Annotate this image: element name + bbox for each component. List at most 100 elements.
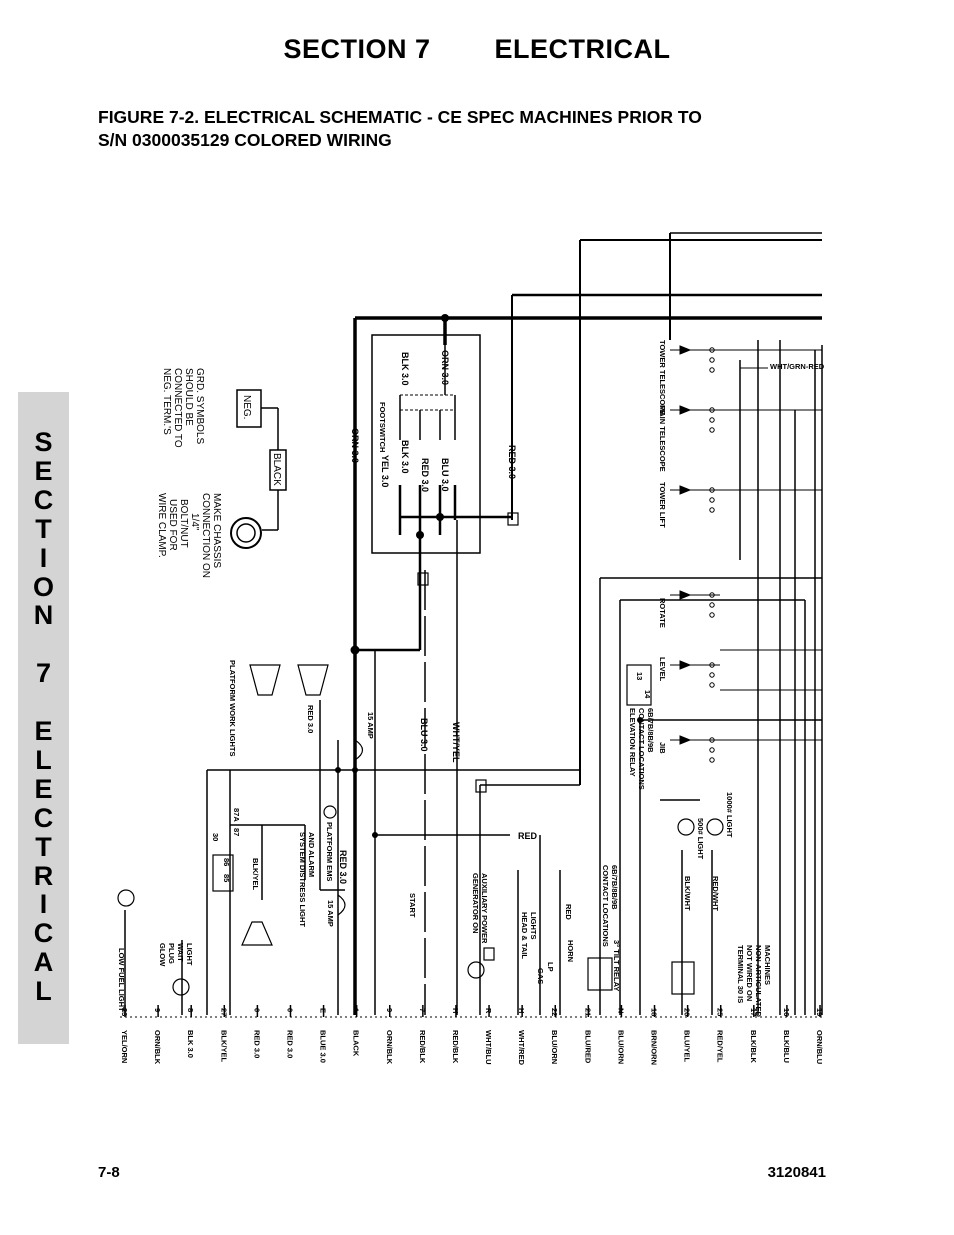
terminal-number: 27 (219, 1008, 228, 1016)
terminal-dot (709, 357, 715, 363)
head-tail-line-1: HEAD & TAIL (520, 912, 529, 959)
side-tab-letter: C (33, 918, 54, 949)
terminal-number: E (319, 1008, 328, 1013)
wire-red3-label: RED 3.0 (338, 850, 348, 884)
valve-diode-group (670, 660, 720, 688)
terminal-wire-color: RED/BLK (418, 1030, 427, 1064)
terminal-wire-color: RED 3.0 (285, 1030, 294, 1058)
side-tab-letter: L (35, 744, 52, 775)
fs-wire-yel: YEL 3.0 (380, 455, 390, 487)
start-label: START (408, 893, 417, 918)
tilt-relay-label: 3° TILT RELAY (612, 940, 621, 991)
terminal-wire-color: BLU/ORN (616, 1030, 625, 1064)
side-tab-letter: E (34, 773, 53, 804)
wire-whtyel-label: WHT/YEL (451, 722, 461, 763)
wire-red-label: RED 3.0 (507, 445, 517, 479)
terminal-number: 9 (385, 1008, 394, 1012)
head-tail-line-2: LIGHTS (529, 912, 538, 940)
fs-wire-blk: BLK 3.0 (400, 352, 410, 386)
wire-orn-label: ORN 3.0 (350, 428, 360, 463)
wire-blkwht-label: BLK/WHT (683, 876, 692, 911)
chassis-note-line-4: BOLT/NUT (178, 499, 189, 548)
document-number: 3120841 (767, 1164, 826, 1181)
terminal-wire-color: ORN/BLK (385, 1030, 394, 1065)
terminal-number: 17 (749, 1008, 758, 1016)
side-tab-letter: T (35, 831, 52, 862)
side-tab-letter: C (33, 802, 54, 833)
terminal-number: R (484, 1008, 493, 1014)
terminal-dot (709, 612, 715, 618)
gas-label: GAS (536, 968, 545, 984)
level-label: LEVEL (658, 657, 667, 682)
terminal-wire-color: BLACK (352, 1030, 361, 1057)
relay-pin-14: 14 (643, 690, 652, 699)
fs-wire-blk-2: BLK 3.0 (400, 440, 410, 474)
contact-locations-line-1: CONTACT LOCATIONS (601, 865, 610, 947)
side-tab-letter: I (39, 889, 48, 920)
figure-title-line-2: S/N 0300035129 COLORED WIRING (98, 130, 392, 150)
elevation-relay-line-2: CONTACT LOCATIONS (637, 708, 646, 790)
terminal-note-line-4: MACHINES (763, 945, 772, 985)
terminal-wire-color: BLK/BLU (782, 1030, 791, 1063)
wire-whtgrnred-label: WHT/GRN-RED (770, 362, 825, 371)
terminal-wire-color: BLK 3.0 (186, 1030, 195, 1058)
terminal-number: N (616, 1008, 625, 1013)
glow-plug-line-3: WAIT (176, 943, 185, 962)
terminal-wire-color: WHT/RED (517, 1030, 526, 1066)
side-tab-letter: I (39, 542, 48, 573)
system-distress-line-2: AND ALARM (307, 832, 316, 877)
light-1000-label: 1000# LIGHT (725, 792, 734, 838)
footswitch-label: FOOTSWITCH (378, 402, 387, 452)
relay-pin-87a: 87A (232, 808, 241, 822)
terminal-dot (709, 757, 715, 763)
terminal-wire-color: ORN/BLU (815, 1030, 824, 1064)
terminal-wire-color: ORN/BLK (153, 1030, 162, 1065)
relay-pin-86: 86 (222, 858, 231, 866)
section-name: ELECTRICAL (494, 34, 671, 64)
terminal-wire-color: WHT/BLU (484, 1030, 493, 1065)
terminal-wire-color: RED/YEL (716, 1030, 725, 1063)
jib-label: JIB (658, 742, 667, 754)
terminal-number: 16 (782, 1008, 791, 1016)
neg-label: NEG. (241, 395, 252, 419)
side-tab-letter: E (34, 455, 53, 486)
terminal-wire-color: RED 3.0 (252, 1030, 261, 1058)
black-label: BLACK (271, 453, 282, 486)
terminal-wire-color: BLK/YEL (219, 1030, 228, 1063)
terminal-dot (709, 367, 715, 373)
terminal-note-line-1: TERMINAL 30 IS (736, 945, 745, 1003)
fs-wire-blu: BLU 3.0 (440, 458, 450, 492)
side-tab-letter: R (33, 860, 54, 891)
relay-pin-87: 87 (232, 828, 241, 836)
terminal-number: 19 (815, 1008, 824, 1016)
valve-diode-group (670, 590, 720, 618)
terminal-dot (709, 427, 715, 433)
terminal-wire-color: BLUE 3.0 (319, 1030, 328, 1063)
lp-label: LP (546, 962, 555, 972)
side-tab-letter: T (35, 513, 52, 544)
bottom-terminal: R WHT/BLU (484, 1005, 493, 1065)
side-tab-letter: E (34, 716, 53, 747)
terminal-dot (709, 672, 715, 678)
terminal-note-line-2: NOT WIRED ON (745, 945, 754, 1001)
tower-lift-label: TOWER LIFT (658, 482, 667, 528)
chassis-note-line-3: 1/4" (189, 513, 200, 531)
fs-wire-orn: ORN 3.0 (440, 350, 450, 385)
low-fuel-label: LOW FUEL LIGHT (117, 948, 126, 1012)
terminal-number: 23 (120, 1008, 129, 1016)
side-tab-letter: C (33, 484, 54, 515)
terminal-note-line-3: NON-ARTICULATED (754, 945, 763, 1018)
side-tab-letter: S (34, 427, 53, 457)
ground-note-line-1: GRD. SYMBOLS (194, 368, 205, 444)
wire-blu-label: BLU 3.0 (419, 718, 429, 752)
